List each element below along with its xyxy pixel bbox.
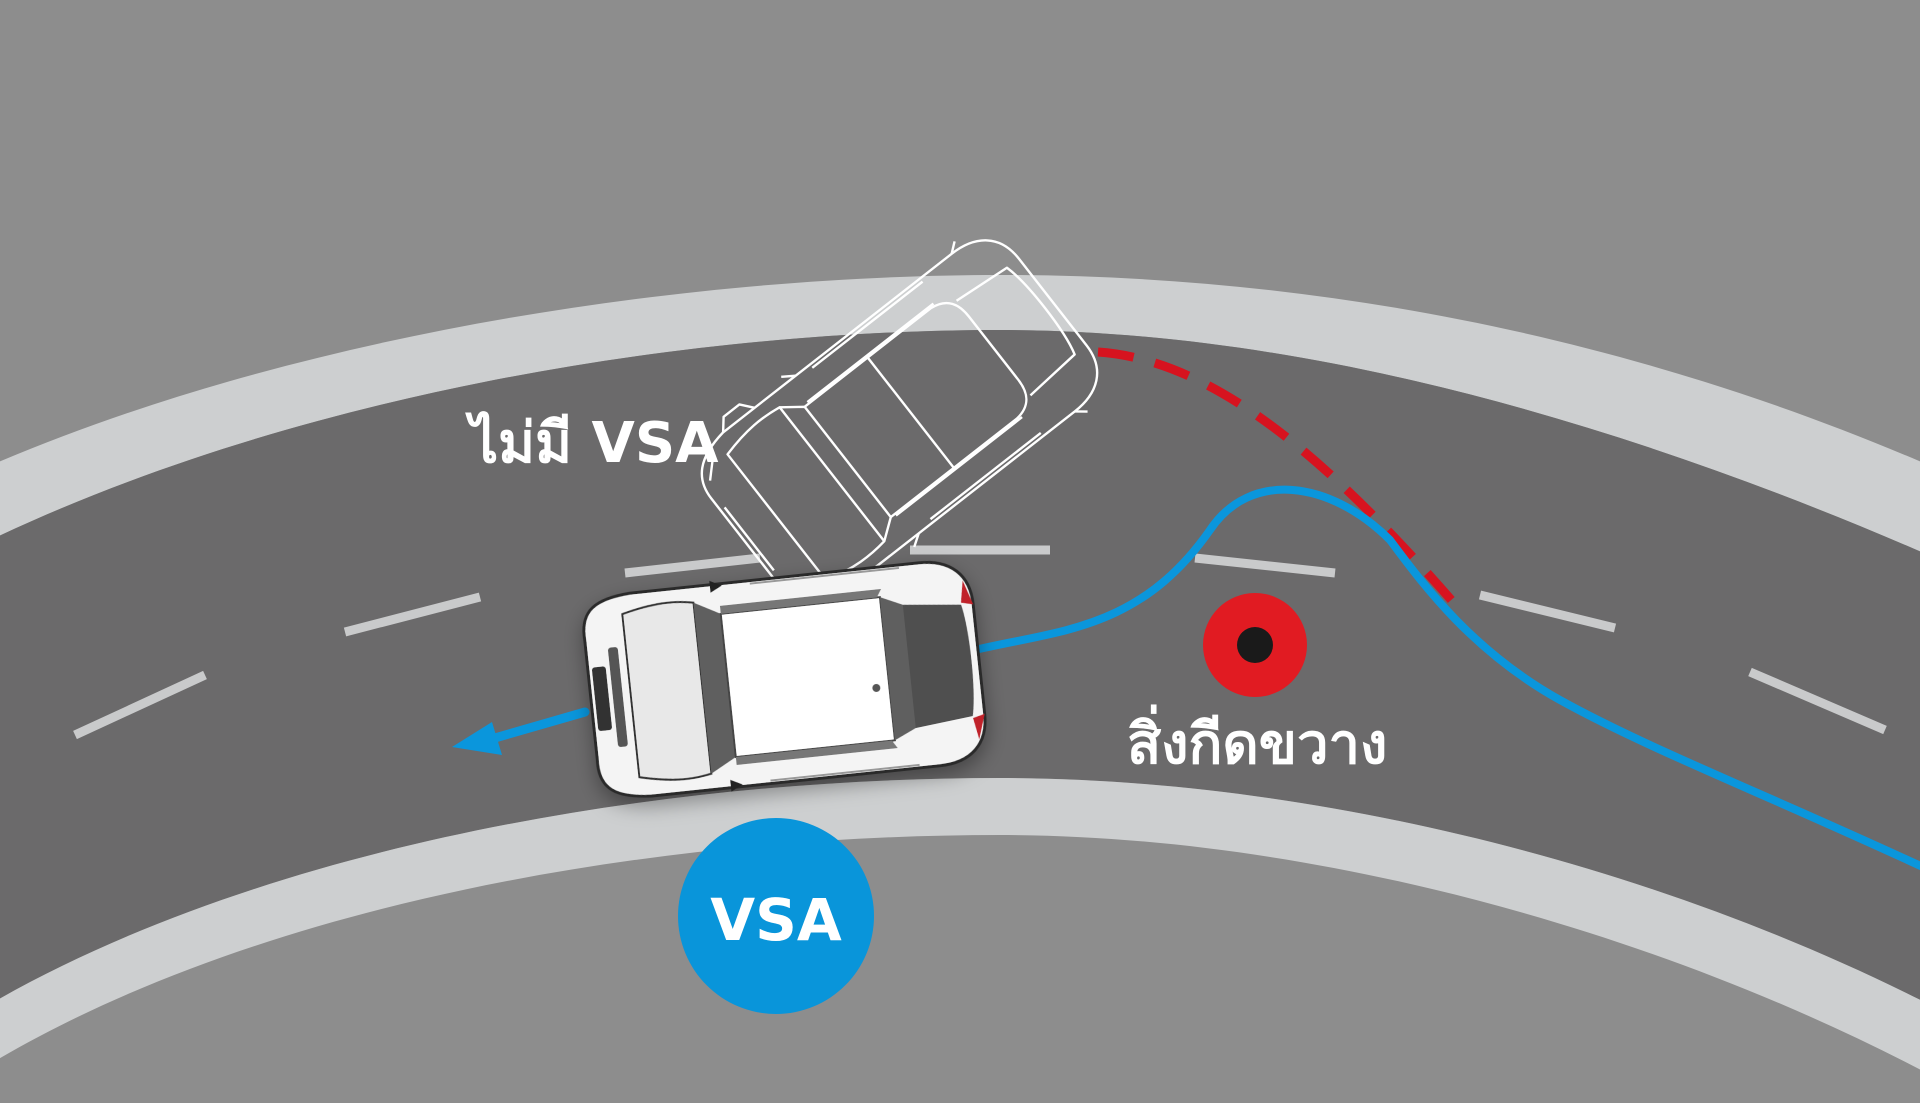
outer-curb	[0, 275, 1920, 552]
lane-dash	[343, 592, 482, 637]
label-without-vsa: ไม่มี VSA	[465, 410, 719, 476]
white-suv-top-view-icon	[582, 560, 987, 798]
no-vsa-trajectory	[1097, 347, 1464, 613]
outline-suv-top-view-icon	[700, 239, 1099, 603]
lane-dash	[1478, 590, 1617, 633]
inner-curb	[0, 778, 1920, 1070]
lane-dash	[1748, 667, 1887, 735]
direction-arrow-icon	[452, 707, 590, 755]
vsa-badge	[678, 818, 874, 1014]
lane-dash	[1194, 553, 1336, 578]
lane-dash	[624, 553, 761, 578]
vsa-badge-label: VSA	[710, 886, 842, 954]
lane-dash	[73, 670, 207, 740]
red-obstacle-dot-icon	[1203, 593, 1307, 697]
vsa-trajectory	[971, 485, 1920, 871]
label-obstacle: สิ่งกีดขวาง	[1127, 704, 1387, 777]
lane-markings	[73, 545, 1887, 740]
